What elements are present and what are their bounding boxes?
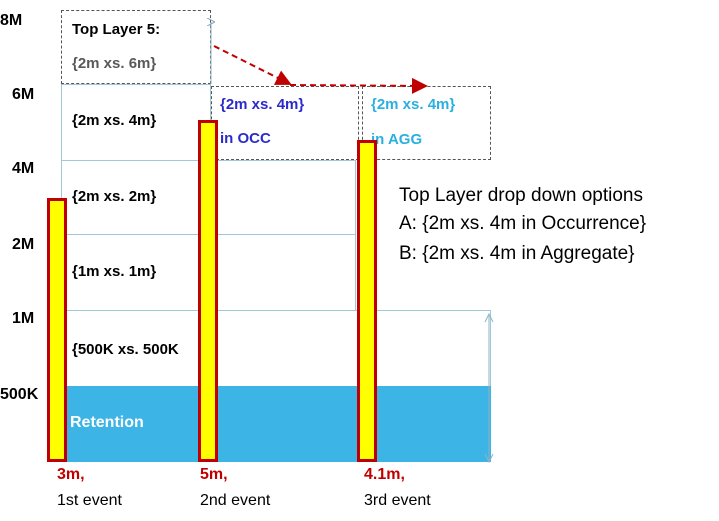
occ-range: {2m xs. 4m} xyxy=(220,96,305,113)
retention-label: Retention xyxy=(70,414,144,431)
agg-range: {2m xs. 4m} xyxy=(371,96,456,113)
loss-bar-3rd-event xyxy=(357,140,377,462)
arrow-to-occ xyxy=(213,45,292,85)
layer-1 xyxy=(61,310,491,386)
layer-3-label: {2m xs. 2m} xyxy=(72,188,157,205)
y-label-6m: 6M xyxy=(12,86,35,103)
event-2-amount: 5m, xyxy=(200,466,228,483)
y-label-8m: 8M xyxy=(0,12,23,29)
agg-label: in AGG xyxy=(371,131,423,148)
y-label-500k: 500K xyxy=(0,386,39,403)
event-1-label: 1st event xyxy=(57,492,122,509)
arrow-to-agg xyxy=(289,77,428,94)
layer-1-label: {500K xs. 500K xyxy=(72,341,179,358)
layer-2-label: {1m xs. 1m} xyxy=(72,263,157,280)
retention-layer xyxy=(61,386,491,462)
dropdown-option-b: B: {2m xs. 4m in Aggregate} xyxy=(399,243,635,264)
top-layer-range: {2m xs. 6m} xyxy=(72,55,157,72)
dropdown-option-a: A: {2m xs. 4m in Occurrence} xyxy=(399,213,647,234)
event-2-label: 2nd event xyxy=(200,492,271,509)
layer-4-label: {2m xs. 4m} xyxy=(72,112,157,129)
top-layer-title: Top Layer 5: xyxy=(72,21,161,38)
y-label-2m: 2M xyxy=(12,236,35,253)
y-label-1m: 1M xyxy=(12,310,35,327)
loss-bar-2nd-event xyxy=(198,120,218,462)
event-3-amount: 4.1m, xyxy=(364,466,405,483)
event-1-amount: 3m, xyxy=(57,466,85,483)
y-label-4m: 4M xyxy=(12,160,35,177)
occ-label: in OCC xyxy=(220,130,271,147)
dropdown-title: Top Layer drop down options xyxy=(399,185,643,206)
loss-bar-1st-event xyxy=(47,198,67,462)
event-3-label: 3rd event xyxy=(364,492,431,509)
